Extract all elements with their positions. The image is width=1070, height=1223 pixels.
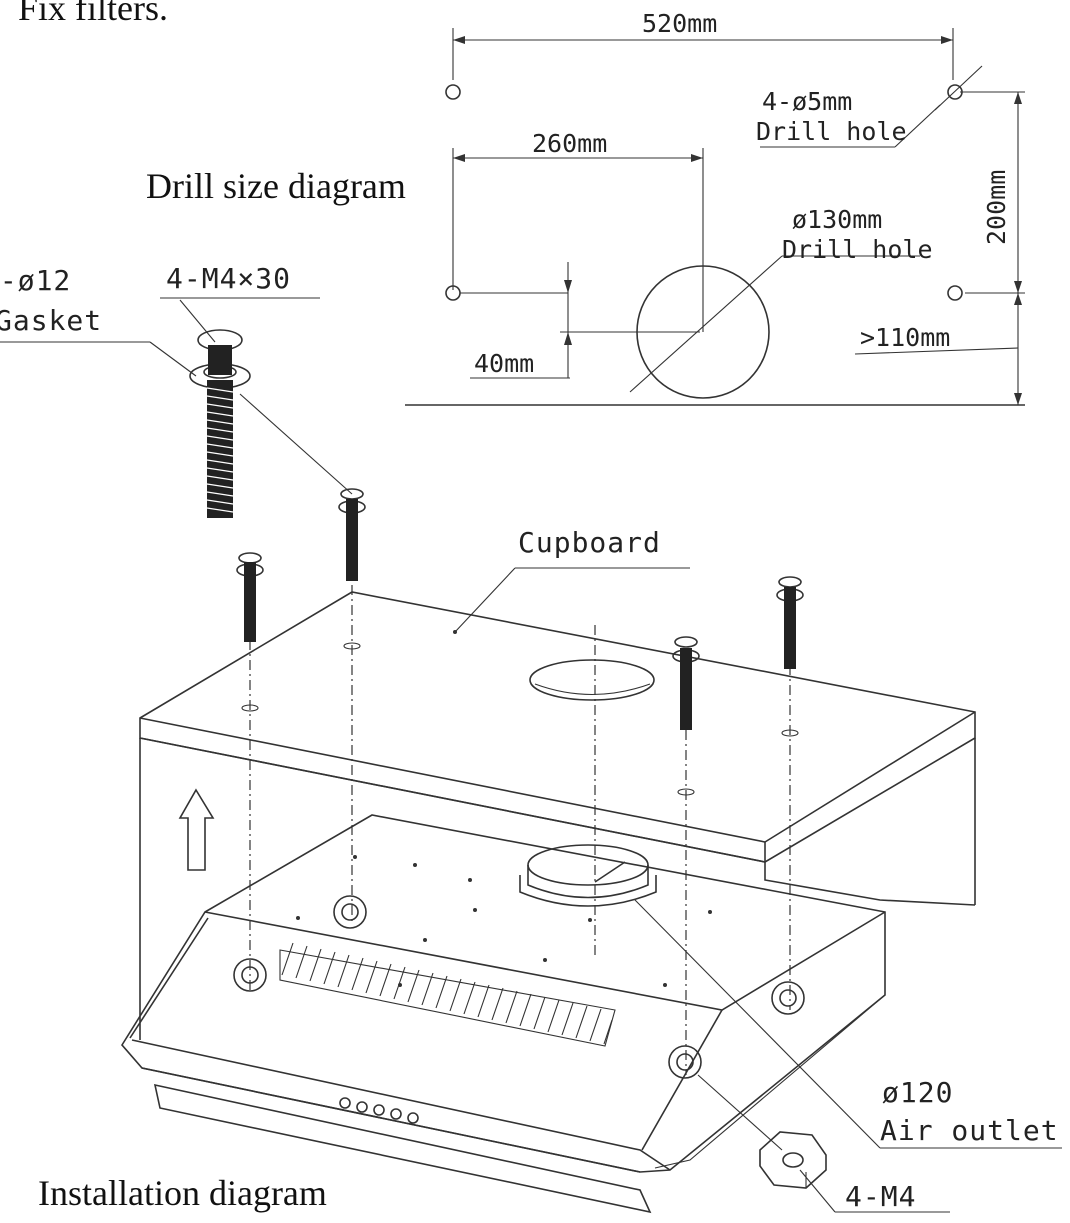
gasket-label: Gasket: [0, 304, 102, 337]
screw-label: 4-M4×30: [166, 262, 291, 295]
nut-label: 4-M4: [845, 1180, 916, 1213]
hood-mounting-holes: [233, 895, 805, 1079]
cupboard-label: Cupboard: [518, 526, 661, 559]
range-hood: [121, 814, 886, 1214]
drill-diagram-title: Drill size diagram: [146, 166, 406, 206]
dim-width-label: 520mm: [642, 9, 717, 38]
small-hole-label: Drill hole: [756, 117, 907, 146]
hood-vents: [279, 942, 616, 1047]
installation-diagram-title: Installation diagram: [38, 1173, 327, 1213]
dim-height-label: 200mm: [982, 170, 1011, 245]
cupboard: Cupboard: [139, 526, 976, 1040]
outlet-label: Air outlet: [880, 1114, 1059, 1147]
air-outlet-collar: [519, 844, 657, 907]
dim-clearance-label: >110mm: [860, 323, 950, 352]
up-arrow-icon: [178, 788, 215, 871]
screw-1: [236, 552, 264, 642]
header-fragment: Fix filters.: [18, 0, 168, 28]
installation-diagram: Cupboard: [0, 262, 1062, 1214]
screw-3: [672, 636, 700, 730]
hex-nut: [759, 1131, 827, 1189]
dim-half-label: 260mm: [532, 129, 607, 158]
big-hole-label: Drill hole: [782, 235, 933, 264]
small-hole-bottom-right: [947, 285, 963, 301]
gasket-qty-label: 4-ø12: [0, 264, 71, 297]
control-knobs: [339, 1097, 419, 1124]
small-hole-qty-label: 4-ø5mm: [762, 87, 852, 116]
screws: [189, 329, 804, 730]
dim-offset-label: 40mm: [474, 349, 534, 378]
small-hole-top-left: [445, 84, 461, 100]
alignment-lines: [249, 585, 791, 1075]
screw-2: [338, 488, 366, 581]
drill-size-diagram: Drill size diagram 520mm 260mm 4-ø5mm Dr…: [146, 9, 1025, 406]
outlet-size-label: ø120: [882, 1076, 953, 1109]
big-hole-size-label: ø130mm: [792, 205, 882, 234]
screw-4: [776, 576, 804, 669]
screw-detail: [189, 329, 251, 518]
